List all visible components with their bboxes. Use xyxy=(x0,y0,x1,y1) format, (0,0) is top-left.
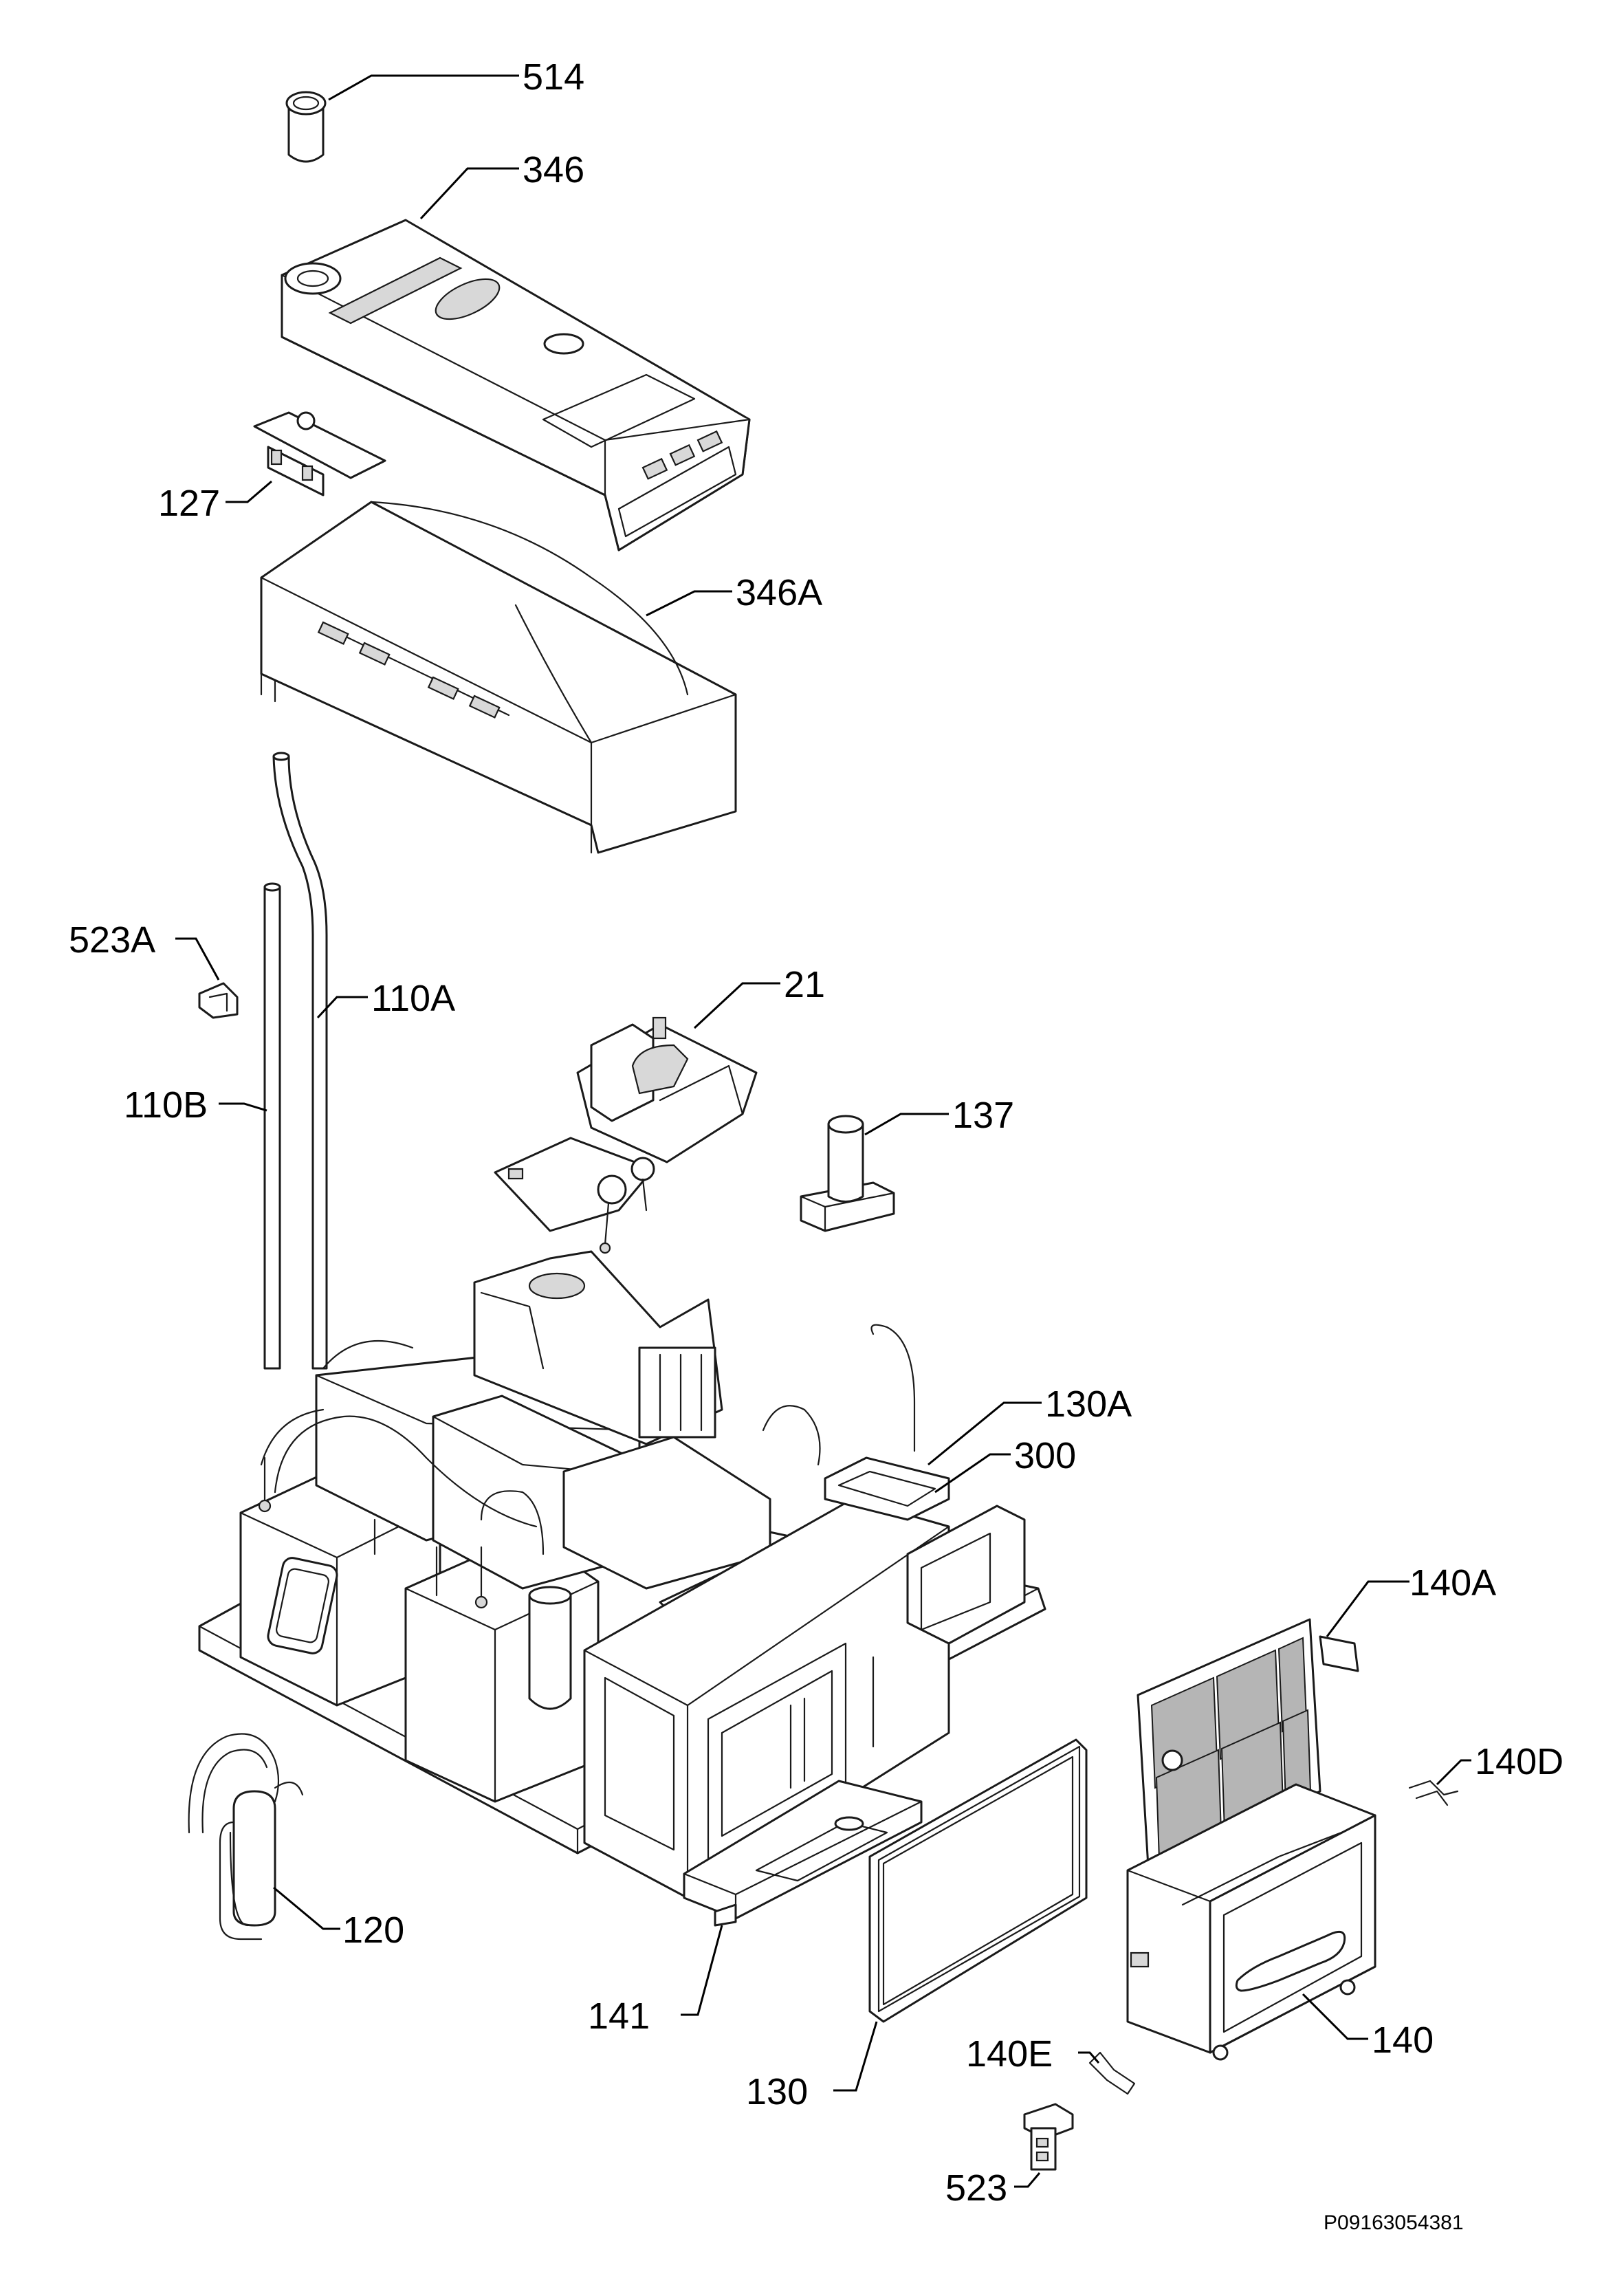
leader-140D xyxy=(1436,1759,1471,1786)
callout-141: 141 xyxy=(588,1996,650,2037)
leader-523 xyxy=(1014,2172,1041,2188)
leader-140 xyxy=(1302,1993,1368,2040)
leader-110B xyxy=(219,1102,267,1112)
drawing-code: P09163054381 xyxy=(1324,2211,1464,2234)
part-110B-hose xyxy=(263,882,281,1370)
leader-120 xyxy=(273,1886,340,1930)
part-346A-dispenser-housing xyxy=(260,501,737,854)
callout-523: 523 xyxy=(945,2167,1007,2209)
part-141-holder xyxy=(683,1780,923,1927)
callout-346: 346 xyxy=(523,149,584,190)
leader-110A xyxy=(316,996,368,1019)
callout-140D: 140D xyxy=(1475,1741,1563,1782)
part-137-connector xyxy=(800,1115,895,1232)
leader-514 xyxy=(328,74,519,101)
part-140D-pin xyxy=(1408,1780,1459,1806)
part-140-filter-drawer xyxy=(1126,1783,1376,2061)
callout-110B: 110B xyxy=(124,1084,208,1126)
callout-130: 130 xyxy=(746,2071,808,2112)
leader-21 xyxy=(693,982,780,1029)
part-21-valve-assembly xyxy=(494,1016,758,1254)
callout-127: 127 xyxy=(158,483,220,524)
leader-127 xyxy=(226,480,272,503)
leader-523A xyxy=(175,937,220,981)
leader-140A xyxy=(1326,1580,1409,1637)
callout-523A: 523A xyxy=(69,919,155,961)
leader-346A xyxy=(646,590,732,617)
part-140E-clip xyxy=(1088,2051,1136,2095)
callout-300: 300 xyxy=(1014,1435,1076,1476)
leader-130 xyxy=(833,2021,878,2092)
leader-346 xyxy=(419,167,519,220)
leader-140E xyxy=(1078,2051,1100,2064)
part-130-gasket xyxy=(868,1738,1088,2023)
callout-21: 21 xyxy=(784,964,825,1005)
part-514-cap xyxy=(285,91,327,163)
part-110A-hose xyxy=(272,752,328,1370)
callout-137: 137 xyxy=(952,1095,1014,1136)
part-346-dispenser-drawer xyxy=(281,219,751,551)
leader-130A xyxy=(928,1401,1042,1466)
callout-514: 514 xyxy=(523,56,584,98)
callout-110A: 110A xyxy=(371,978,455,1019)
part-140A-filter-mesh xyxy=(1137,1618,1359,1868)
part-523-latch xyxy=(1023,2103,1074,2171)
callout-140: 140 xyxy=(1372,2020,1434,2061)
callout-120: 120 xyxy=(342,1910,404,1951)
callout-140E: 140E xyxy=(966,2033,1053,2075)
leader-137 xyxy=(864,1113,949,1136)
leader-300 xyxy=(934,1453,1011,1494)
part-120-hose xyxy=(188,1733,304,1940)
callout-130A: 130A xyxy=(1045,1384,1132,1425)
leader-141 xyxy=(681,1925,723,2016)
part-127-bracket xyxy=(253,411,386,496)
part-300-base-assembly xyxy=(198,1250,1046,1899)
part-523A-clip xyxy=(198,982,239,1019)
callout-140A: 140A xyxy=(1409,1562,1496,1604)
callout-346A: 346A xyxy=(736,572,822,613)
